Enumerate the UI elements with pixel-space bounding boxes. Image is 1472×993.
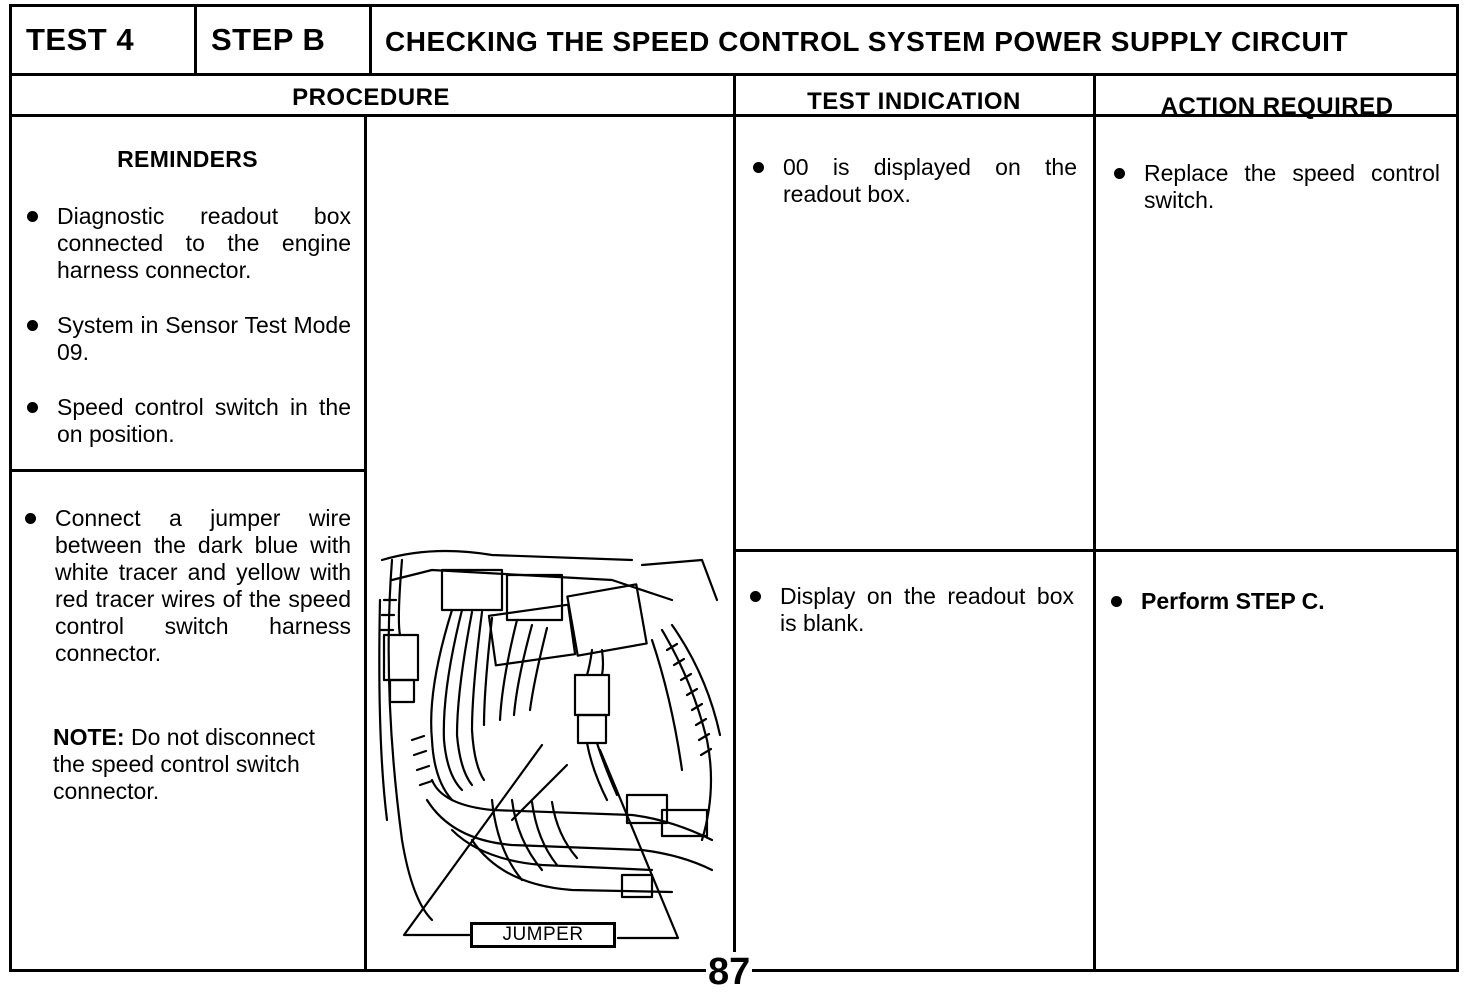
- wire: [490, 798, 524, 882]
- wire: [430, 778, 714, 842]
- connector-block: [566, 583, 648, 657]
- jumper-wire: [585, 741, 609, 802]
- wire: [498, 618, 519, 722]
- tube-ribbing: [379, 598, 398, 632]
- wire: [528, 626, 549, 712]
- harness-connector-illustration: [378, 549, 722, 940]
- jumper-label: JUMPER: [470, 922, 616, 948]
- bullet-icon: [25, 513, 36, 524]
- wire: [550, 800, 579, 860]
- wire: [470, 838, 674, 894]
- step-label: STEP B: [211, 22, 326, 57]
- wire: [585, 648, 594, 677]
- wire: [660, 628, 713, 842]
- header-divider: [194, 4, 197, 75]
- reminders-bottom-rule: [9, 469, 366, 472]
- bullet-icon: [750, 591, 761, 602]
- reminder-text: System in Sensor Test Mode 09.: [57, 312, 351, 365]
- panel-edge: [380, 549, 634, 562]
- test-indication-item: 00 is displayed on the readout box.: [753, 154, 1077, 208]
- wire: [430, 608, 454, 802]
- column-heading-action-required: ACTION REQUIRED: [1160, 93, 1394, 120]
- reminder-item: Speed control switch in the on position.: [27, 394, 351, 448]
- jumper-pointer-line: [402, 743, 544, 937]
- action-text: Perform STEP C.: [1141, 588, 1325, 614]
- action-item: Perform STEP C.: [1111, 588, 1437, 615]
- test-indication-text: Display on the readout box is blank.: [780, 583, 1074, 636]
- wire: [397, 558, 404, 637]
- reminder-text: Speed control switch in the on position.: [57, 394, 351, 447]
- header-divider: [369, 4, 372, 75]
- wire: [650, 638, 684, 772]
- reminders-heading: REMINDERS: [117, 146, 258, 172]
- wire: [387, 558, 434, 922]
- wire: [530, 800, 559, 867]
- wire: [425, 798, 714, 872]
- column-divider-indication: [1093, 74, 1096, 972]
- note-text: Do not disconnect the speed control swit…: [53, 724, 316, 804]
- result-row-divider: [734, 549, 1459, 552]
- jumper-connector-body: [576, 713, 608, 745]
- reminder-item: System in Sensor Test Mode 09.: [27, 312, 351, 366]
- column-divider-procedure: [733, 74, 736, 972]
- bullet-icon: [1114, 168, 1125, 179]
- bullet-icon: [27, 320, 38, 331]
- procedure-instruction-text: Connect a jumper wire between the dark b…: [55, 505, 351, 666]
- wire: [482, 616, 494, 727]
- wire: [470, 610, 486, 782]
- wire: [442, 608, 464, 792]
- procedure-inner-divider: [364, 116, 367, 972]
- bullet-icon: [1111, 596, 1122, 607]
- connector-block: [487, 603, 577, 667]
- wire: [510, 798, 544, 872]
- bullet-icon: [27, 402, 38, 413]
- procedure-instruction: Connect a jumper wire between the dark b…: [25, 505, 351, 667]
- tube-ribbing: [410, 734, 434, 787]
- action-text: Replace the speed control switch.: [1144, 160, 1440, 213]
- procedure-note: NOTE: Do not disconnect the speed contro…: [53, 724, 351, 805]
- connector-block: [505, 573, 564, 622]
- column-heading-test-indication: TEST INDICATION: [807, 88, 1021, 115]
- wire: [378, 598, 389, 822]
- bullet-icon: [27, 211, 38, 222]
- test-indication-text: 00 is displayed on the readout box.: [783, 154, 1077, 207]
- reminder-text: Diagnostic readout box connected to the …: [57, 203, 351, 283]
- page-number: 87: [706, 951, 753, 993]
- test-indication-item: Display on the readout box is blank.: [750, 583, 1074, 637]
- bullet-icon: [753, 162, 764, 173]
- wire: [455, 610, 474, 787]
- connector-piece: [620, 873, 654, 899]
- tube-ribbing: [665, 642, 713, 757]
- connector-block: [440, 568, 504, 612]
- wire: [600, 648, 605, 677]
- column-heading-procedure: PROCEDURE: [292, 84, 450, 111]
- jumper-wire: [595, 741, 619, 797]
- left-connector-body: [388, 678, 416, 704]
- panel-edge: [640, 558, 719, 602]
- test-number: TEST 4: [26, 22, 135, 57]
- page-title: CHECKING THE SPEED CONTROL SYSTEM POWER …: [385, 26, 1349, 57]
- connector-piece: [660, 808, 709, 838]
- jumper-connector: [573, 673, 611, 717]
- jumper-pointer-line: [510, 763, 569, 822]
- jumper-pointer-line: [598, 748, 680, 940]
- action-item: Replace the speed control switch.: [1114, 160, 1440, 214]
- note-label: NOTE:: [53, 724, 125, 750]
- wire: [670, 623, 722, 737]
- wire: [512, 623, 534, 717]
- reminder-item: Diagnostic readout box connected to the …: [27, 203, 351, 284]
